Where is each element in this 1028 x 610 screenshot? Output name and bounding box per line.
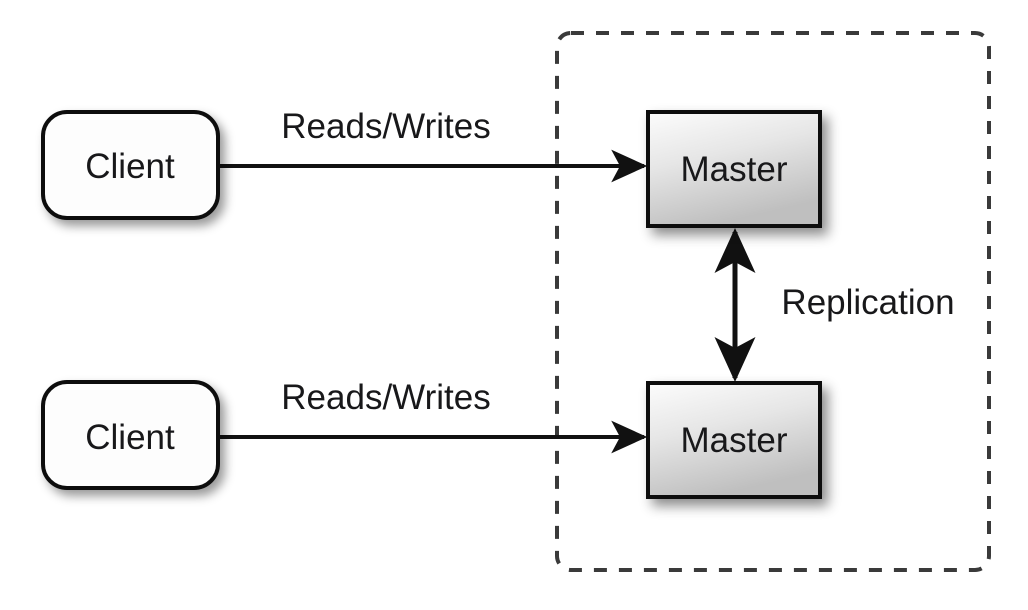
- client-bottom-shape: [41, 380, 220, 490]
- client-top-label: Client: [85, 147, 175, 186]
- node-master-top[interactable]: Master: [646, 110, 822, 228]
- replication-cluster-boundary: [555, 31, 991, 572]
- client-top-shape: [41, 110, 220, 220]
- node-client-top[interactable]: Client: [41, 110, 220, 220]
- master-top-shape: [646, 110, 822, 228]
- node-client-bottom[interactable]: Client: [41, 380, 220, 490]
- edge-label-reads-writes-top: Reads/Writes: [281, 107, 490, 146]
- client-bottom-label: Client: [85, 418, 175, 457]
- master-bottom-shape: [646, 381, 822, 499]
- node-master-bottom[interactable]: Master: [646, 381, 822, 499]
- edge-label-reads-writes-bottom: Reads/Writes: [281, 378, 490, 417]
- master-top-label: Master: [681, 150, 788, 189]
- master-bottom-label: Master: [681, 421, 788, 460]
- edge-label-replication: Replication: [781, 283, 954, 322]
